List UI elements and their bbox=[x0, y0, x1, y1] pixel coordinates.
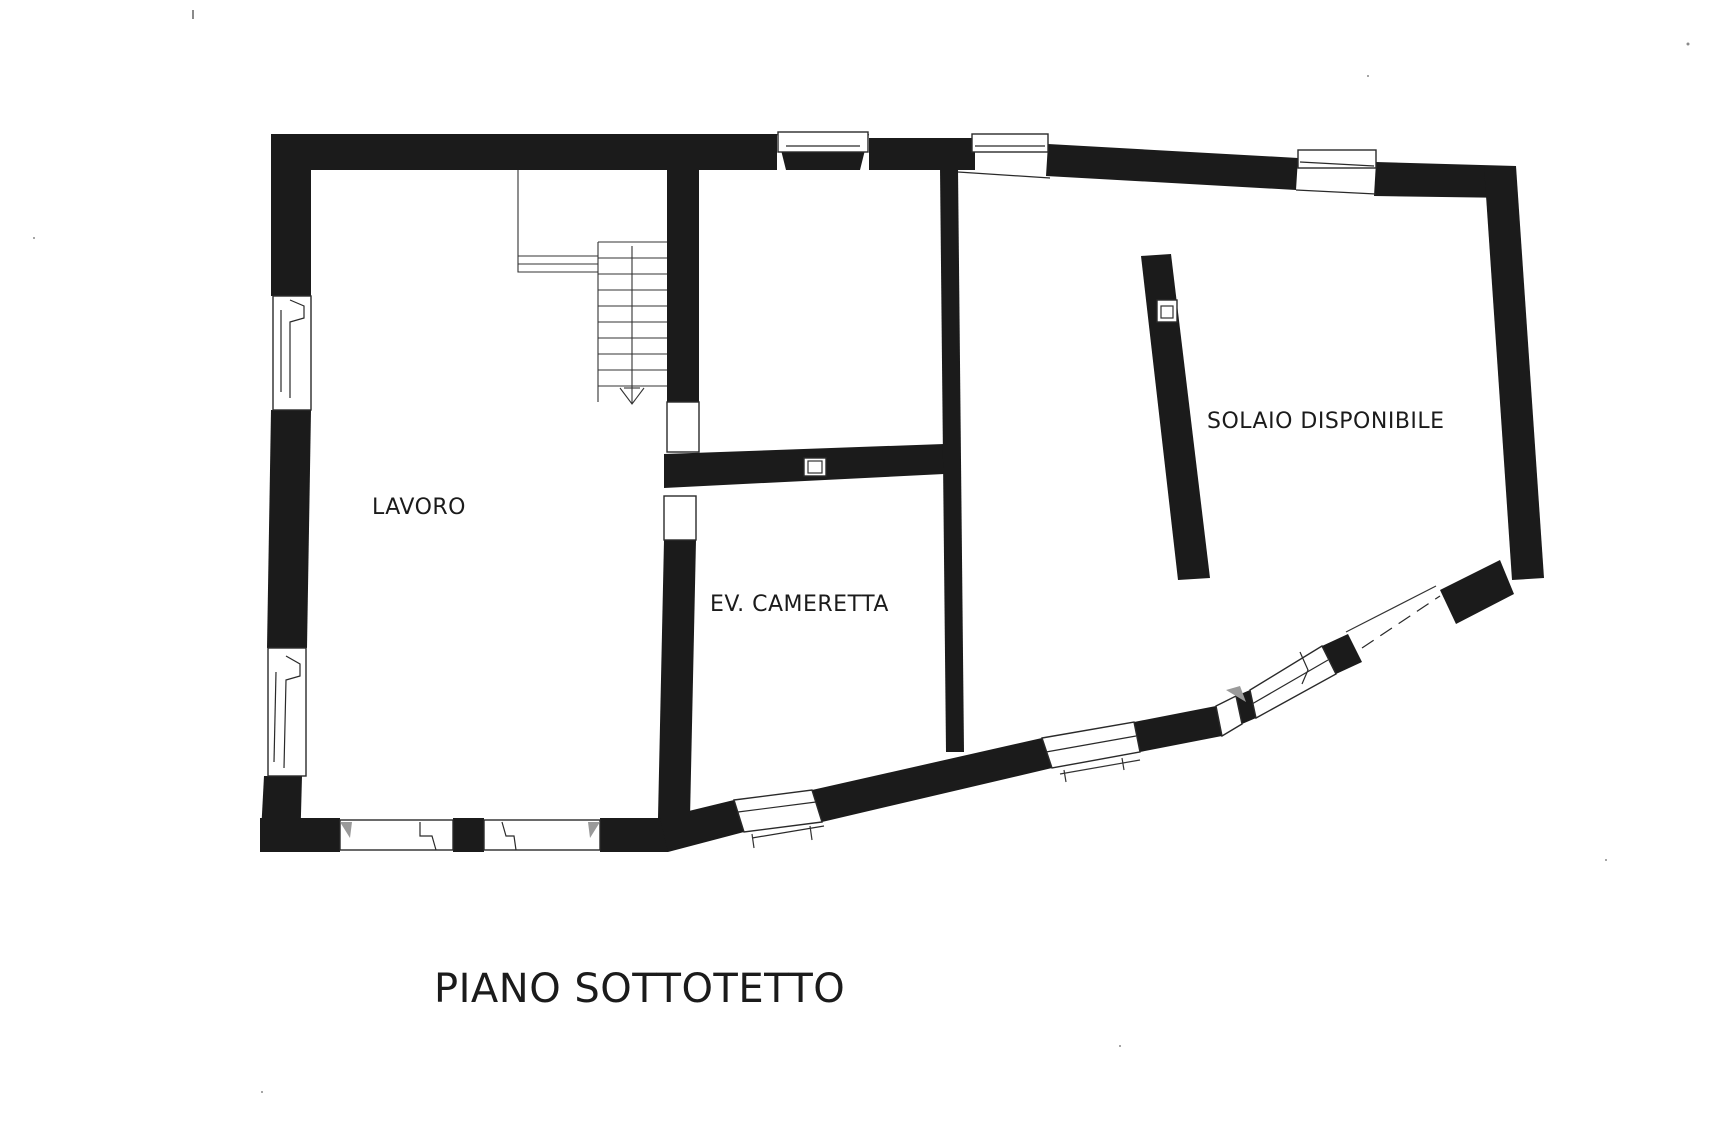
window-bottom-1 bbox=[339, 819, 454, 851]
partition-lavoro-bottom bbox=[658, 540, 696, 818]
windows bbox=[267, 131, 1441, 851]
room-label-solaio: SOLAIO DISPONIBILE bbox=[1207, 409, 1445, 434]
door-lavoro-lower bbox=[663, 495, 697, 541]
room-label-lavoro: LAVORO bbox=[372, 495, 466, 520]
bottom-slant-b bbox=[812, 738, 1052, 822]
top-wall-right-b bbox=[1374, 162, 1516, 198]
chimney-details bbox=[803, 299, 1178, 477]
bottom-slant-c bbox=[1134, 706, 1222, 752]
chimney-flue-cameretta bbox=[803, 457, 827, 477]
left-wall-top bbox=[271, 134, 311, 296]
top-wall-right-a bbox=[1046, 144, 1298, 190]
staircase bbox=[517, 170, 667, 405]
left-wall-mid bbox=[267, 410, 311, 648]
plan-title: PIANO SOTTOTETTO bbox=[434, 966, 845, 1012]
bottom-wall-c bbox=[600, 818, 668, 852]
window-bottom-5 bbox=[1215, 645, 1337, 738]
window-left-2 bbox=[267, 647, 307, 777]
exterior-walls bbox=[260, 134, 1544, 852]
chimney-flue-solaio bbox=[1156, 299, 1178, 323]
window-bottom-3 bbox=[733, 789, 825, 849]
window-top-1 bbox=[777, 131, 869, 170]
window-bottom-4 bbox=[1041, 721, 1141, 783]
bottom-wall-a bbox=[260, 818, 340, 852]
bottom-wall-b bbox=[453, 818, 484, 852]
room-label-cameretta: EV. CAMERETTA bbox=[710, 592, 889, 617]
top-wall-centre bbox=[869, 138, 975, 170]
top-wall-left bbox=[271, 134, 777, 170]
dashed-edge bbox=[1345, 585, 1441, 649]
scan-specks bbox=[33, 10, 1690, 1093]
window-bottom-2 bbox=[483, 819, 601, 851]
pier-lower-right bbox=[1322, 634, 1362, 674]
window-top-3 bbox=[1295, 149, 1377, 195]
partition-lavoro-top bbox=[667, 168, 699, 402]
window-left-1 bbox=[272, 295, 312, 411]
door-lavoro-upper bbox=[666, 401, 700, 453]
interior-walls bbox=[658, 168, 1210, 818]
window-top-2 bbox=[957, 133, 1051, 179]
central-beam bbox=[1141, 254, 1210, 580]
right-wall bbox=[1484, 166, 1544, 580]
partition-solaio bbox=[940, 168, 964, 752]
lower-right-wall bbox=[1440, 560, 1514, 624]
